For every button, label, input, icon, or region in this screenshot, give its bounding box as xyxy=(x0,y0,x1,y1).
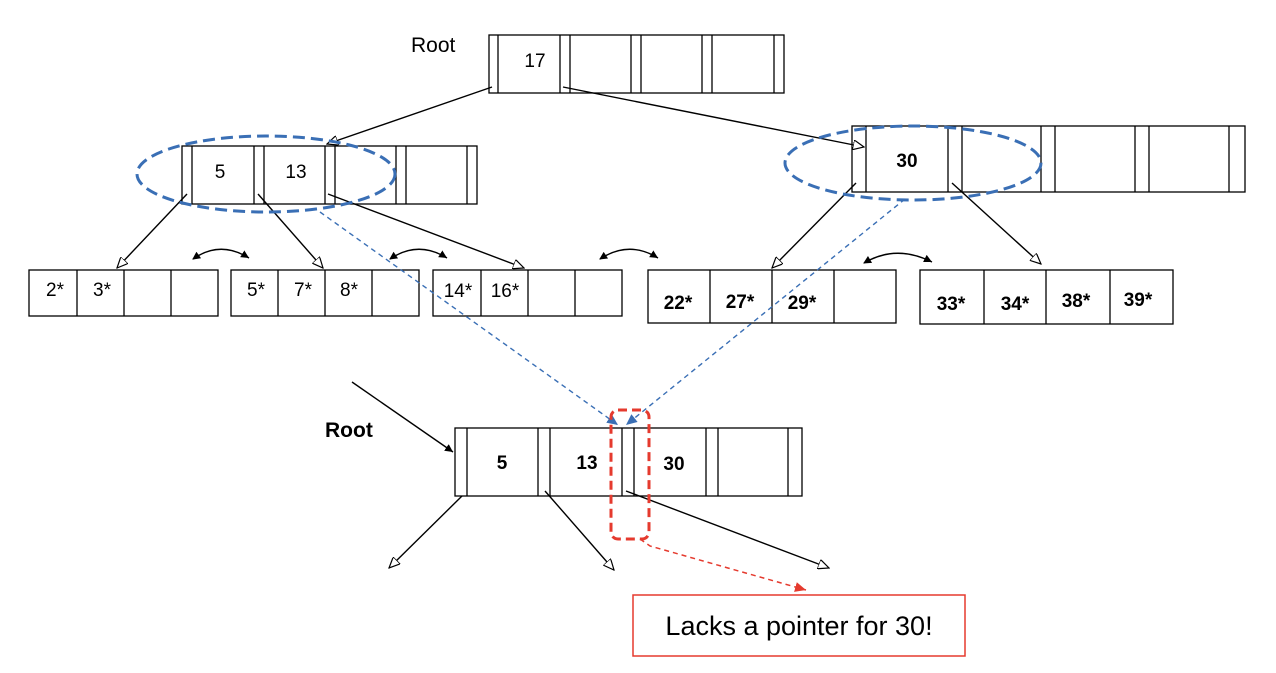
right-node-highlight-ellipse xyxy=(783,124,1043,202)
tree-pointers xyxy=(117,86,1041,268)
leaf-4-entry-3: 29* xyxy=(788,293,817,314)
merged-root-incoming-arrow xyxy=(351,381,454,453)
annotation-box: Lacks a pointer for 30! xyxy=(632,594,966,657)
left-internal-node: 5 13 xyxy=(181,145,478,205)
pointer-to-leaf-5 xyxy=(951,182,1041,264)
leaf-5-entry-4: 39* xyxy=(1124,290,1153,311)
merged-key-2: 13 xyxy=(576,453,597,474)
leaf-node-2: 5* 7* 8* xyxy=(230,269,420,317)
root-key-1: 17 xyxy=(524,51,545,72)
pointer-to-leaf-2 xyxy=(257,193,323,268)
leaf-2-entry-1: 5* xyxy=(247,280,266,301)
missing-pointer-highlight xyxy=(609,408,651,541)
left-internal-key-2: 13 xyxy=(285,162,306,183)
sibling-links xyxy=(192,248,933,264)
pointer-root-left xyxy=(327,86,493,144)
merge-arrow-left xyxy=(319,211,619,426)
leaf-3-entry-2: 16* xyxy=(491,281,520,302)
pointer-to-leaf-1 xyxy=(117,193,188,268)
right-internal-node: 30 xyxy=(851,125,1246,193)
leaf-5-entry-2: 34* xyxy=(1001,294,1030,315)
leaf-5-entry-3: 38* xyxy=(1062,291,1091,312)
merge-arrow-right xyxy=(625,198,906,426)
leaf-5-entry-1: 33* xyxy=(937,294,966,315)
pointer-to-leaf-3 xyxy=(327,193,524,268)
leaf-node-3: 14* 16* xyxy=(432,269,623,317)
sibling-link-1 xyxy=(192,248,250,260)
leaf-2-entry-3: 8* xyxy=(340,280,359,301)
leaf-2-entry-2: 7* xyxy=(294,280,313,301)
leaf-1-entry-2: 3* xyxy=(93,280,112,301)
leaf-1-entry-1: 2* xyxy=(46,280,65,301)
merged-pointer-2 xyxy=(544,490,614,570)
root-node: Root 17 xyxy=(411,34,785,94)
merge-arrows xyxy=(319,198,906,426)
merged-pointer-3 xyxy=(625,490,829,568)
sibling-link-4 xyxy=(863,252,933,264)
merged-root-node: Root 5 13 30 xyxy=(325,381,803,497)
pointer-root-right xyxy=(562,86,864,147)
leaf-4-entry-2: 27* xyxy=(726,292,755,313)
merged-pointers xyxy=(389,490,829,570)
leaf-node-5: 33* 34* 38* 39* xyxy=(919,269,1174,325)
pointer-to-leaf-4 xyxy=(772,182,857,268)
left-internal-key-1: 5 xyxy=(215,162,226,183)
right-internal-key-1: 30 xyxy=(896,151,917,172)
leaf-node-1: 2* 3* xyxy=(28,269,219,317)
merged-root-label: Root xyxy=(325,419,373,442)
leaf-4-entry-1: 22* xyxy=(664,293,693,314)
sibling-link-3 xyxy=(599,248,659,260)
note-pointer-arrow xyxy=(639,538,807,592)
annotation-text: Lacks a pointer for 30! xyxy=(665,611,932,641)
merged-pointer-1 xyxy=(389,495,463,568)
sibling-link-2 xyxy=(389,248,448,260)
merged-key-3: 30 xyxy=(663,454,684,475)
root-label: Root xyxy=(411,34,456,57)
leaf-3-entry-1: 14* xyxy=(444,281,473,302)
left-node-highlight-ellipse xyxy=(135,134,397,214)
merged-key-1: 5 xyxy=(497,453,508,474)
leaf-node-4: 22* 27* 29* xyxy=(647,269,897,324)
